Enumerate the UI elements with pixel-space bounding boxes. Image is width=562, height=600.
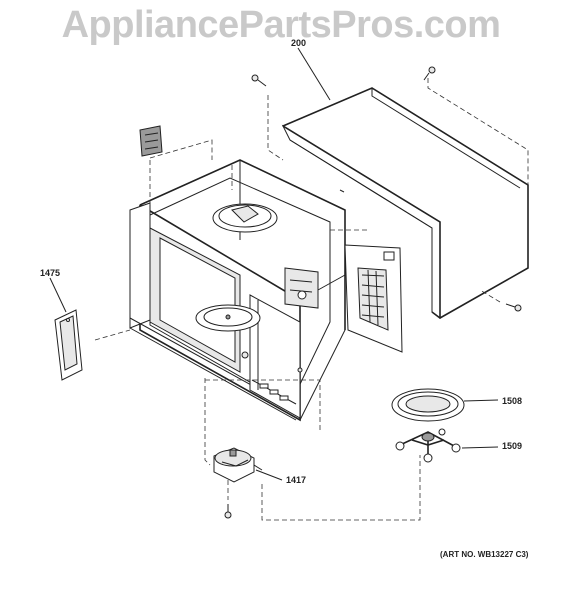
- leader-line: [255, 469, 283, 481]
- leader-dash: [267, 95, 284, 161]
- leader-line: [463, 399, 499, 402]
- screw-icon: [224, 504, 232, 519]
- leader-dash: [94, 329, 131, 341]
- outer-case-part: [281, 87, 529, 319]
- callout-200: 200: [291, 38, 307, 48]
- leader-dash: [149, 139, 213, 160]
- callout-1417: 1417: [286, 475, 307, 485]
- art-number: (ART NO. WB13227 C3): [440, 550, 529, 559]
- leader-line: [49, 277, 67, 313]
- leader-dash: [427, 78, 529, 185]
- screw-icon: [505, 303, 522, 312]
- leader-line: [461, 446, 499, 449]
- screw-icon: [423, 66, 436, 81]
- screw-icon: [251, 74, 267, 87]
- leader-dash: [479, 289, 501, 303]
- pad-part: [139, 125, 163, 157]
- leader-dash: [204, 378, 211, 466]
- leader-dash: [261, 455, 421, 521]
- callout-1475: 1475: [40, 268, 61, 278]
- callout-1508: 1508: [502, 396, 523, 406]
- waveguide-cover-part: [54, 309, 83, 381]
- roller-ring-part: [395, 428, 461, 463]
- leader-dash: [205, 379, 321, 430]
- glass-tray-part: [391, 388, 465, 422]
- watermark-text: AppliancePartsPros.com: [61, 4, 501, 46]
- oven-chassis: [129, 159, 403, 422]
- leader-line: [297, 47, 331, 101]
- callout-1509: 1509: [502, 441, 523, 451]
- turntable-motor-part: [213, 447, 263, 483]
